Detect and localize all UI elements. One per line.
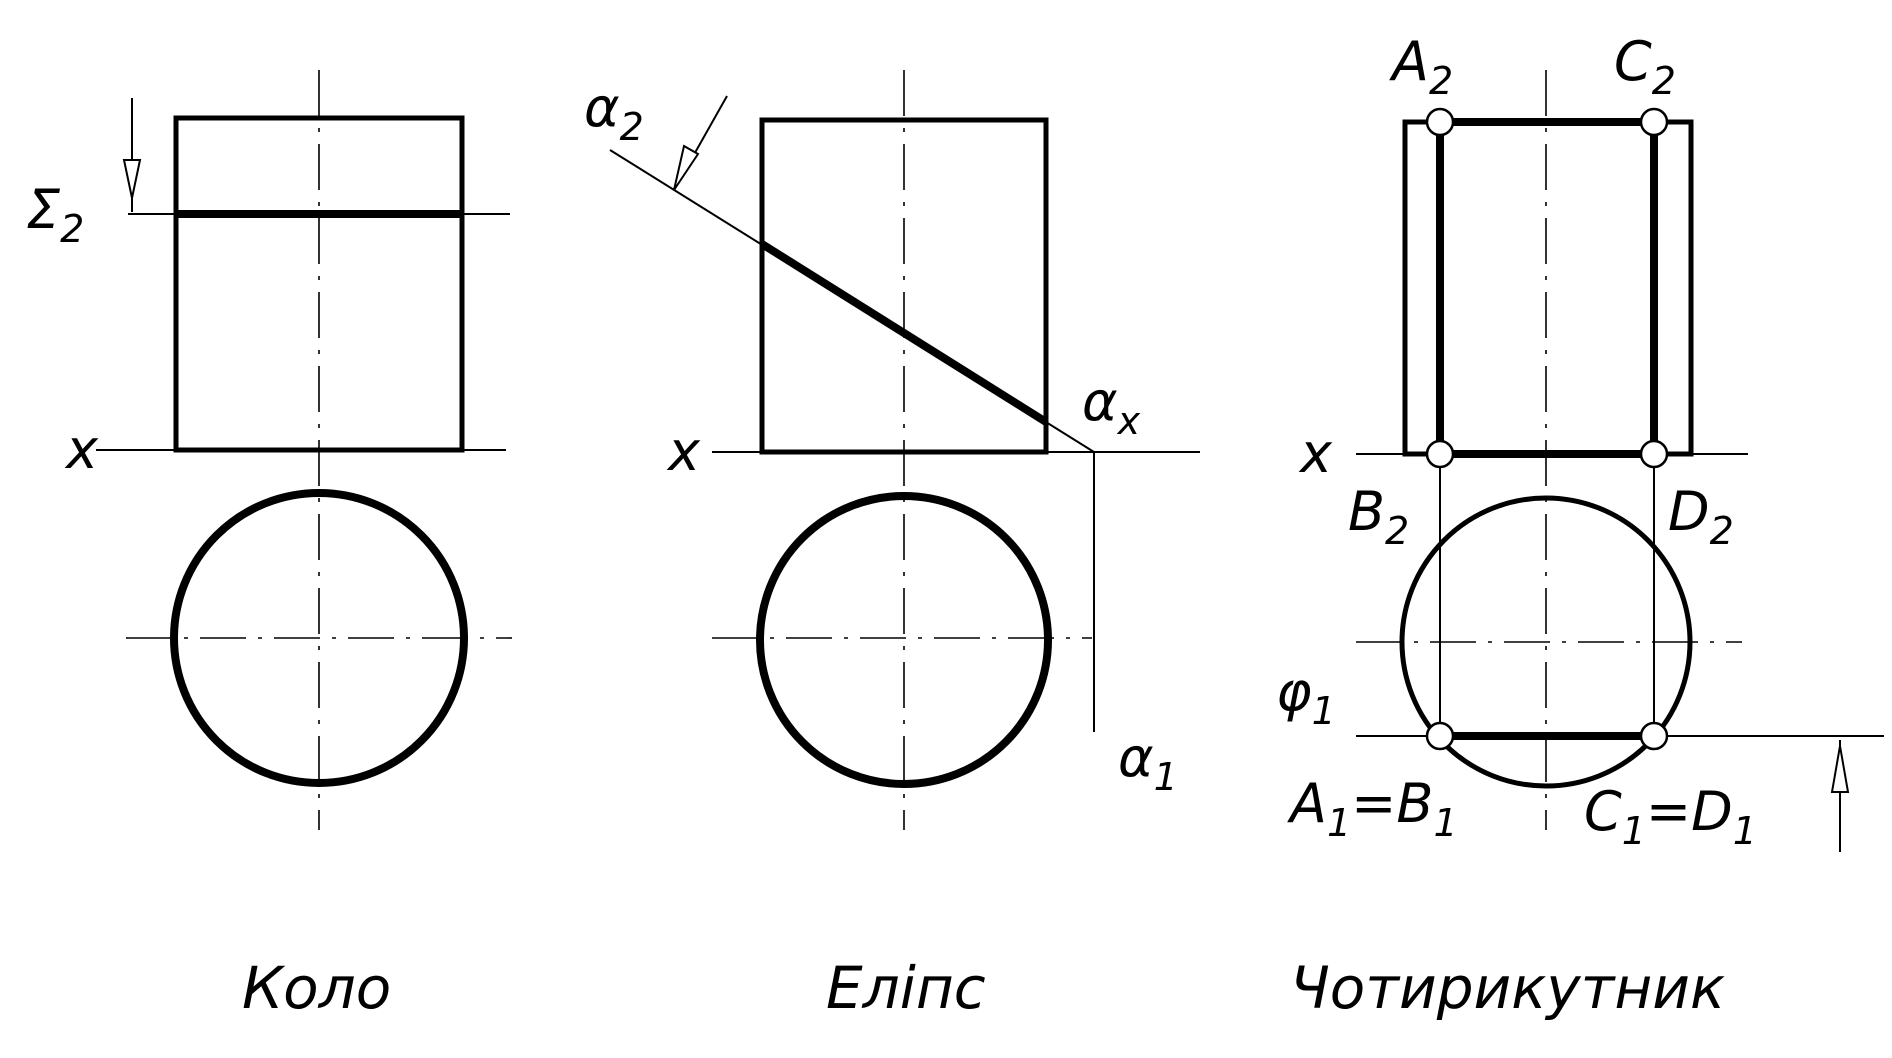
- caption-quadrilateral: Чотирикутник: [1290, 954, 1725, 1022]
- view-arrow-head: [122, 159, 142, 199]
- c1-d1-label: C1=D1: [1584, 780, 1757, 853]
- x-axis-label: x: [64, 418, 99, 481]
- sigma-label: Σ2: [26, 178, 84, 251]
- alpha1-label: α1: [1118, 726, 1178, 799]
- x-axis-label: x: [666, 420, 701, 483]
- vertex-c2-marker: [1639, 107, 1669, 137]
- x-axis-label: x: [1298, 422, 1333, 485]
- section-circle: [170, 489, 468, 787]
- a1-b1-label: A1=B1: [1287, 772, 1458, 845]
- view-arrow-head: [1830, 745, 1850, 793]
- vertex-a1-marker: [1425, 721, 1455, 751]
- caption-ellipse: Еліпс: [826, 954, 986, 1022]
- b2-label: B2: [1348, 480, 1409, 553]
- vertex-b2-marker: [1425, 439, 1455, 469]
- c2-label: C2: [1614, 30, 1676, 103]
- panel-quadrilateral: A2 C2 B2 D2 φ1 x A1=B1 C1=D1 Чотирикутни…: [1276, 30, 1884, 1022]
- alpha2-label: α2: [584, 76, 644, 149]
- section-circle: [756, 492, 1052, 788]
- a2-label: A2: [1389, 30, 1453, 103]
- panel-ellipse: α2 αx α1 x Еліпс: [584, 70, 1200, 1022]
- caption-circle: Коло: [242, 954, 391, 1022]
- panel-circle: Σ2 x Коло: [26, 70, 512, 1022]
- view-arrow-head: [673, 144, 700, 191]
- phi1-label: φ1: [1276, 660, 1336, 733]
- d2-label: D2: [1668, 480, 1734, 553]
- cylinder-front-view: [1402, 119, 1694, 457]
- base-circle: [1399, 495, 1693, 789]
- vertex-c1-marker: [1639, 721, 1669, 751]
- vertex-a2-marker: [1425, 107, 1455, 137]
- vertex-d2-marker: [1639, 439, 1669, 469]
- alphax-label: αx: [1082, 370, 1141, 443]
